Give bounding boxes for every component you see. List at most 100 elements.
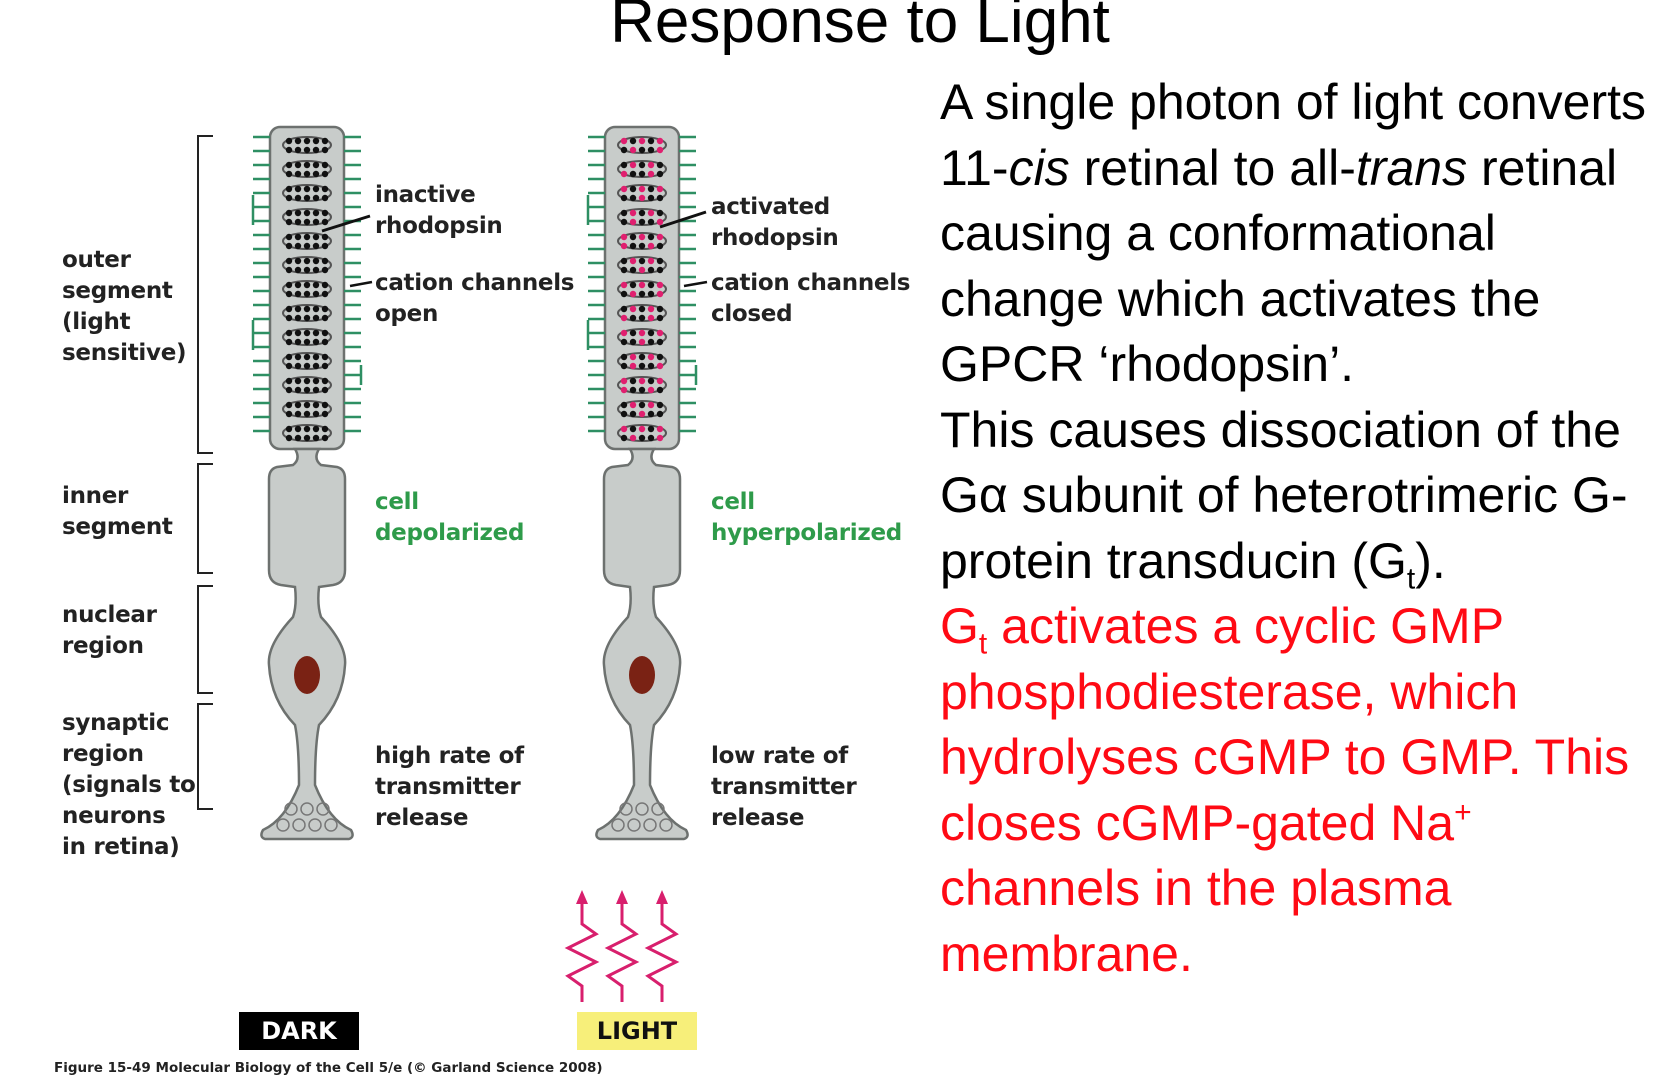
rhodopsin-molecule bbox=[285, 194, 293, 202]
rhodopsin-molecule bbox=[638, 161, 646, 169]
rhodopsin-molecule bbox=[312, 353, 320, 361]
rhodopsin-molecule bbox=[638, 353, 646, 361]
rhodopsin-molecule bbox=[303, 194, 311, 202]
rhodopsin-molecule bbox=[629, 386, 637, 394]
rhodopsin-molecule bbox=[303, 386, 311, 394]
rhodopsin-molecule bbox=[303, 401, 311, 409]
rhodopsin-molecule bbox=[321, 281, 329, 289]
rhodopsin-molecule bbox=[294, 266, 302, 274]
paragraph-phosphodiesterase: Gt activates a cyclic GMP phosphodiester… bbox=[940, 598, 1630, 982]
badge-dark: DARK bbox=[239, 1012, 359, 1050]
rhodopsin-molecule bbox=[294, 170, 302, 178]
rhodopsin-molecule bbox=[638, 242, 646, 250]
bracket-outer-segment bbox=[197, 135, 213, 454]
rhodopsin-molecule bbox=[285, 137, 293, 145]
rhodopsin-molecule bbox=[638, 410, 646, 418]
rhodopsin-molecule bbox=[647, 266, 655, 274]
rhodopsin-molecule bbox=[656, 362, 664, 370]
synaptic-vesicle bbox=[308, 818, 322, 832]
rhodopsin-molecule bbox=[656, 305, 664, 313]
rhodopsin-molecule bbox=[620, 185, 628, 193]
rhodopsin-molecule bbox=[647, 338, 655, 346]
rhodopsin-molecule bbox=[303, 161, 311, 169]
rhodopsin-molecule bbox=[285, 314, 293, 322]
label-cell-depolarized: cell depolarized bbox=[375, 489, 525, 546]
explanation-text: A single photon of light converts 11-cis… bbox=[940, 70, 1660, 987]
rhodopsin-molecule bbox=[294, 161, 302, 169]
rhodopsin-molecule bbox=[629, 209, 637, 217]
rhodopsin-molecule bbox=[303, 242, 311, 250]
photon-arrowhead bbox=[576, 890, 588, 904]
rhodopsin-molecule bbox=[312, 185, 320, 193]
rhodopsin-molecule bbox=[312, 161, 320, 169]
label-nuclear-region: nuclear region bbox=[62, 602, 157, 659]
rhodopsin-molecule bbox=[638, 434, 646, 442]
label-outer-segment: outer segment (light sensitive) bbox=[62, 247, 187, 366]
rhodopsin-molecule bbox=[647, 170, 655, 178]
rhodopsin-molecule bbox=[321, 305, 329, 313]
rhodopsin-molecule bbox=[656, 434, 664, 442]
rhodopsin-molecule bbox=[312, 401, 320, 409]
rhodopsin-molecule bbox=[656, 257, 664, 265]
rhodopsin-molecule bbox=[285, 362, 293, 370]
rhodopsin-molecule bbox=[285, 434, 293, 442]
rhodopsin-molecule bbox=[647, 362, 655, 370]
rhodopsin-molecule bbox=[303, 218, 311, 226]
rhodopsin-molecule bbox=[321, 434, 329, 442]
rhodopsin-molecule bbox=[303, 377, 311, 385]
rhodopsin-molecule bbox=[638, 305, 646, 313]
label-activated-rhodopsin: activated rhodopsin bbox=[711, 194, 839, 251]
rhodopsin-molecule bbox=[629, 242, 637, 250]
rhodopsin-molecule bbox=[647, 146, 655, 154]
rhodopsin-molecule bbox=[629, 362, 637, 370]
rhodopsin-molecule bbox=[647, 410, 655, 418]
rhodopsin-molecule bbox=[303, 209, 311, 217]
rhodopsin-molecule bbox=[285, 242, 293, 250]
synaptic-vesicle bbox=[316, 802, 330, 816]
rhodopsin-molecule bbox=[620, 305, 628, 313]
rhodopsin-molecule bbox=[629, 170, 637, 178]
rhodopsin-molecule bbox=[647, 290, 655, 298]
rhodopsin-molecule bbox=[285, 266, 293, 274]
rhodopsin-molecule bbox=[620, 434, 628, 442]
rhodopsin-molecule bbox=[620, 362, 628, 370]
rod-cell-light bbox=[586, 125, 698, 841]
rhodopsin-molecule bbox=[656, 290, 664, 298]
rhodopsin-molecule bbox=[647, 161, 655, 169]
rhodopsin-molecule bbox=[312, 305, 320, 313]
rhodopsin-molecule bbox=[294, 233, 302, 241]
rhodopsin-molecule bbox=[638, 185, 646, 193]
rhodopsin-molecule bbox=[312, 434, 320, 442]
rhodopsin-molecule bbox=[647, 233, 655, 241]
rhodopsin-molecule bbox=[321, 218, 329, 226]
leader-activated-rhodopsin bbox=[659, 210, 707, 229]
rhodopsin-molecule bbox=[629, 425, 637, 433]
rhodopsin-molecule bbox=[638, 266, 646, 274]
rhodopsin-molecule bbox=[638, 281, 646, 289]
rhodopsin-molecule bbox=[647, 194, 655, 202]
rhodopsin-molecule bbox=[312, 146, 320, 154]
rhodopsin-molecule bbox=[285, 146, 293, 154]
rhodopsin-molecule bbox=[629, 329, 637, 337]
rhodopsin-molecule bbox=[638, 170, 646, 178]
rhodopsin-molecule bbox=[656, 266, 664, 274]
rhodopsin-molecule bbox=[285, 233, 293, 241]
synaptic-vesicle bbox=[324, 818, 338, 832]
rhodopsin-molecule bbox=[629, 377, 637, 385]
rhodopsin-molecule bbox=[312, 209, 320, 217]
rhodopsin-molecule bbox=[294, 434, 302, 442]
slide-title: Response to Light bbox=[610, 0, 1110, 56]
rhodopsin-molecule bbox=[312, 137, 320, 145]
rhodopsin-molecule bbox=[303, 137, 311, 145]
rhodopsin-molecule bbox=[647, 434, 655, 442]
rhodopsin-molecule bbox=[321, 410, 329, 418]
rhodopsin-molecule bbox=[656, 185, 664, 193]
rhodopsin-molecule bbox=[285, 338, 293, 346]
rhodopsin-molecule bbox=[321, 209, 329, 217]
rhodopsin-molecule bbox=[656, 377, 664, 385]
photon-arrowhead bbox=[616, 890, 628, 904]
rhodopsin-molecule bbox=[620, 281, 628, 289]
rhodopsin-molecule bbox=[620, 161, 628, 169]
rhodopsin-molecule bbox=[312, 242, 320, 250]
rhodopsin-molecule bbox=[629, 161, 637, 169]
